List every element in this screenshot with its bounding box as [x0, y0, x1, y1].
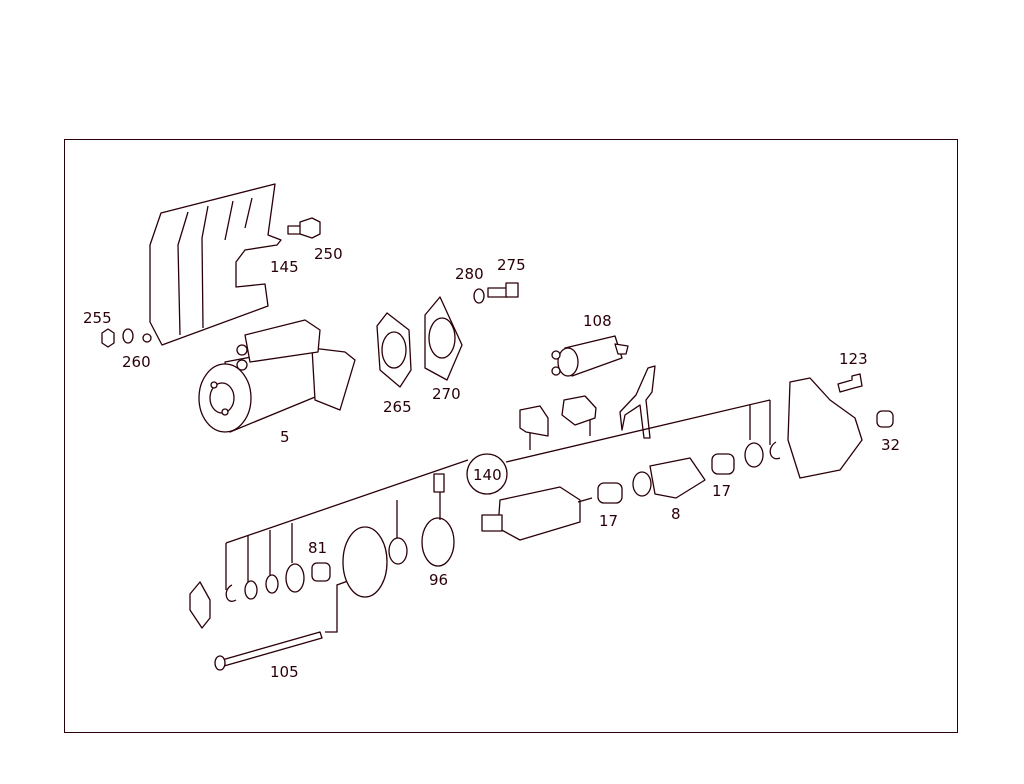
callout-123[interactable]: 123	[839, 350, 868, 368]
part-bolt-123[interactable]	[837, 373, 863, 393]
callout-255[interactable]: 255	[83, 309, 112, 327]
part-washer-b[interactable]	[244, 580, 258, 600]
part-bushing-81[interactable]	[311, 562, 331, 582]
part-end-cap[interactable]	[189, 581, 211, 629]
callout-250[interactable]: 250	[314, 245, 343, 263]
part-washer-260[interactable]	[122, 328, 134, 344]
callout-17-left[interactable]: 17	[599, 512, 618, 530]
callout-circle-140	[466, 453, 508, 495]
callout-96[interactable]: 96	[429, 571, 448, 589]
callout-260[interactable]: 260	[122, 353, 151, 371]
part-fork-lever[interactable]	[619, 365, 656, 439]
part-through-bolt-105[interactable]	[214, 631, 323, 671]
callout-145[interactable]: 145	[270, 258, 299, 276]
leader-lines	[225, 399, 771, 633]
callout-275[interactable]: 275	[497, 256, 526, 274]
callout-8[interactable]: 8	[671, 505, 681, 523]
callout-280[interactable]: 280	[455, 265, 484, 283]
part-armature[interactable]	[481, 486, 593, 541]
part-circlip-b[interactable]	[225, 584, 237, 602]
part-heat-shield[interactable]	[142, 183, 282, 346]
part-bushing-17-right[interactable]	[711, 453, 735, 475]
part-bolt-250[interactable]	[287, 217, 321, 239]
part-brush-plate-96[interactable]	[421, 473, 455, 567]
part-bushing-17-left[interactable]	[597, 482, 623, 504]
callout-105[interactable]: 105	[270, 663, 299, 681]
callout-5[interactable]: 5	[280, 428, 290, 446]
callout-265[interactable]: 265	[383, 398, 412, 416]
part-brush-holder-spring[interactable]	[561, 395, 597, 426]
part-pinion-8[interactable]	[632, 457, 706, 499]
part-end-cover[interactable]	[342, 526, 388, 598]
part-drive-end-housing[interactable]	[787, 377, 863, 479]
part-bolt-275[interactable]	[487, 282, 519, 298]
callout-108[interactable]: 108	[583, 312, 612, 330]
callout-81[interactable]: 81	[308, 539, 327, 557]
part-circlip[interactable]	[769, 441, 781, 460]
diagram-frame	[64, 139, 958, 733]
callout-270[interactable]: 270	[432, 385, 461, 403]
part-nut-255[interactable]	[101, 328, 115, 348]
part-bushing-32[interactable]	[876, 410, 894, 428]
part-bearing[interactable]	[744, 442, 764, 468]
part-washer-a[interactable]	[265, 574, 279, 594]
part-gasket-265[interactable]	[376, 312, 412, 388]
part-seal-ring[interactable]	[285, 563, 305, 593]
part-brush[interactable]	[519, 405, 549, 437]
part-washer-280[interactable]	[473, 288, 485, 304]
part-gasket-270[interactable]	[424, 296, 463, 381]
part-solenoid-108[interactable]	[551, 335, 629, 377]
callout-140[interactable]: 140	[473, 466, 502, 484]
part-bearing-96[interactable]	[388, 537, 408, 565]
part-starter-motor[interactable]	[198, 319, 356, 433]
callout-32[interactable]: 32	[881, 436, 900, 454]
callout-17-right[interactable]: 17	[712, 482, 731, 500]
